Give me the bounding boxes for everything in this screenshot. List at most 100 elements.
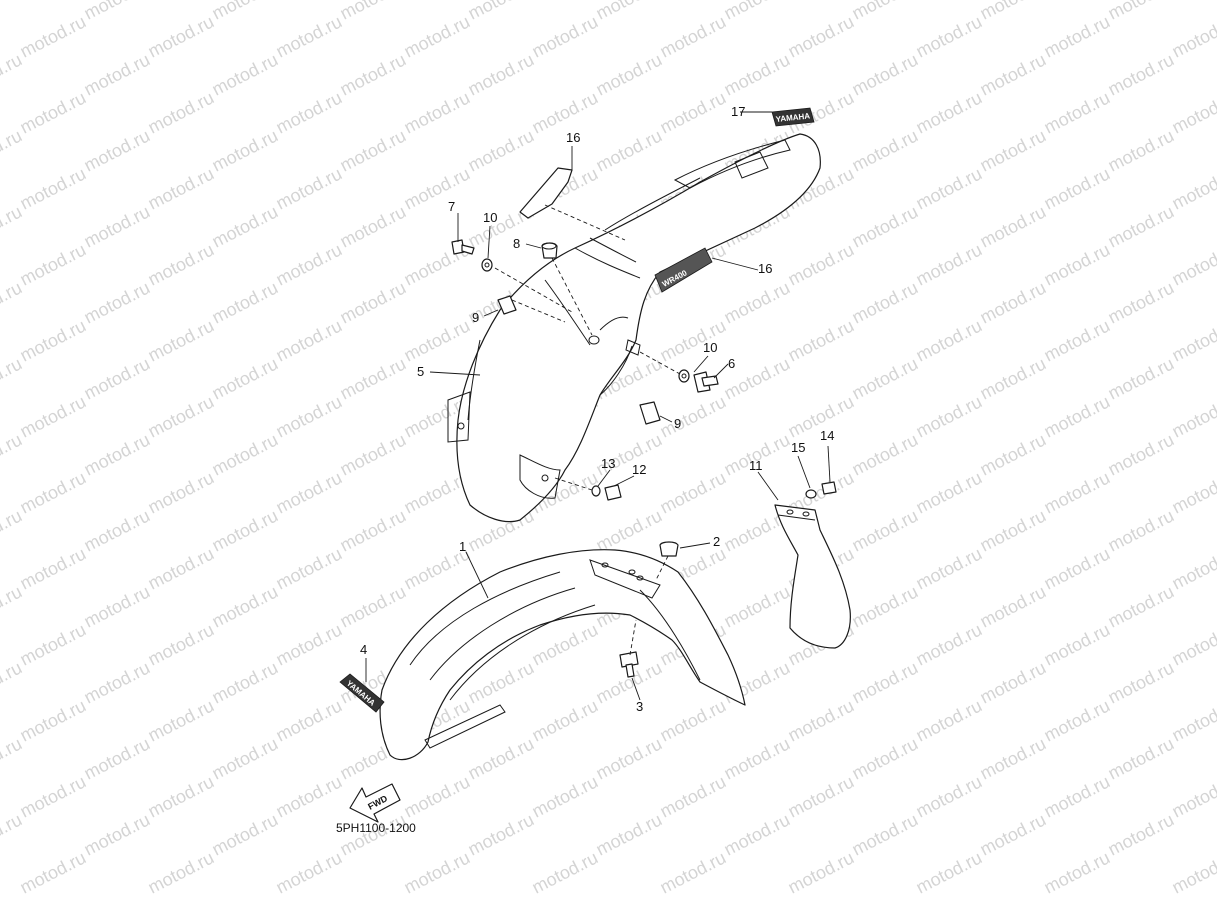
callout-17: 17 [731,104,745,119]
watermark-text: motod.ru [657,467,729,517]
watermark-text: motod.ru [913,87,985,137]
watermark-text: motod.ru [977,49,1049,99]
watermark-text: motod.ru [145,163,217,213]
watermark-text: motod.ru [1041,619,1113,669]
watermark-text: motod.ru [81,125,153,175]
watermark-text: motod.ru [913,847,985,897]
front-fender [379,549,746,761]
callout-12: 12 [632,462,646,477]
watermark-text: motod.ru [657,315,729,365]
watermark-text: motod.ru [721,581,793,631]
watermark-text: motod.ru [657,391,729,441]
watermark-text: motod.ru [145,619,217,669]
watermark-text: motod.ru [17,695,89,745]
watermark-text: motod.ru [1105,0,1177,24]
watermark-text: motod.ru [1169,315,1217,365]
watermark-text: motod.ru [1041,163,1113,213]
fwd-arrow: FWD [349,783,401,823]
watermark-text: motod.ru [145,315,217,365]
watermark-text: motod.ru [1169,847,1217,897]
watermark-text: motod.ru [1105,809,1177,859]
watermark-text: motod.ru [401,163,473,213]
watermark-text: motod.ru [785,239,857,289]
watermark-text: motod.ru [0,809,25,859]
watermark-text: motod.ru [1169,239,1217,289]
watermark-text: motod.ru [337,353,409,403]
watermark-text: motod.ru [1105,657,1177,707]
watermark-text: motod.ru [209,657,281,707]
watermark-text: motod.ru [593,733,665,783]
watermark-text: motod.ru [913,391,985,441]
watermark-text: motod.ru [529,87,601,137]
watermark-text: motod.ru [273,467,345,517]
watermark-text: motod.ru [977,657,1049,707]
watermark-text: motod.ru [1169,391,1217,441]
watermark-text: motod.ru [401,315,473,365]
watermark-text: motod.ru [1169,695,1217,745]
watermark-text: motod.ru [401,11,473,61]
watermark-text: motod.ru [0,49,25,99]
watermark-text: motod.ru [721,0,793,24]
watermark-text: motod.ru [0,657,25,707]
watermark-text: motod.ru [785,695,857,745]
watermark-text: motod.ru [209,353,281,403]
watermark-text: motod.ru [0,0,25,24]
rear-decal-yamaha: YAMAHA [771,107,815,127]
watermark-text: motod.ru [1041,847,1113,897]
callout-15: 15 [791,440,805,455]
watermark-text: motod.ru [273,543,345,593]
watermark-text: motod.ru [17,467,89,517]
watermark-text: motod.ru [145,239,217,289]
watermark-text: motod.ru [1041,87,1113,137]
watermark-text: motod.ru [0,429,25,479]
watermark-text: motod.ru [337,125,409,175]
callout-1: 1 [459,539,466,554]
watermark-text: motod.ru [1041,771,1113,821]
watermark-text: motod.ru [17,239,89,289]
watermark-text: motod.ru [337,581,409,631]
watermark-text: motod.ru [273,771,345,821]
watermark-text: motod.ru [529,695,601,745]
watermark-text: motod.ru [17,391,89,441]
watermark-text: motod.ru [1041,695,1113,745]
watermark-text: motod.ru [977,353,1049,403]
watermark-text: motod.ru [849,353,921,403]
watermark-text: motod.ru [913,163,985,213]
watermark-text: motod.ru [337,0,409,24]
watermark-text: motod.ru [145,695,217,745]
watermark-text: motod.ru [465,49,537,99]
watermark-text: motod.ru [593,0,665,24]
watermark-text: motod.ru [273,391,345,441]
watermark-text: motod.ru [849,581,921,631]
watermark-text: motod.ru [145,391,217,441]
watermark-text: motod.ru [1041,239,1113,289]
watermark-text: motod.ru [145,11,217,61]
watermark-text: motod.ru [721,733,793,783]
watermark-text: motod.ru [1105,581,1177,631]
watermark-text: motod.ru [913,543,985,593]
watermark-text: motod.ru [1105,429,1177,479]
watermark-text: motod.ru [145,543,217,593]
watermark-text: motod.ru [977,733,1049,783]
watermark-text: motod.ru [1105,505,1177,555]
watermark-text: motod.ru [977,505,1049,555]
watermark-text: motod.ru [273,239,345,289]
watermark-text: motod.ru [145,847,217,897]
watermark-text: motod.ru [465,125,537,175]
watermark-text: motod.ru [81,809,153,859]
watermark-text: motod.ru [337,49,409,99]
watermark-text: motod.ru [1169,771,1217,821]
watermark-text: motod.ru [849,809,921,859]
watermark-text: motod.ru [529,771,601,821]
watermark-text: motod.ru [145,771,217,821]
watermark-text: motod.ru [657,695,729,745]
callout-13: 13 [601,456,615,471]
watermark-text: motod.ru [849,125,921,175]
callout-11: 11 [749,458,763,473]
watermark-text: motod.ru [529,847,601,897]
callout-7: 7 [448,199,455,214]
watermark-text: motod.ru [209,201,281,251]
watermark-text: motod.ru [849,657,921,707]
watermark-text: motod.ru [273,11,345,61]
